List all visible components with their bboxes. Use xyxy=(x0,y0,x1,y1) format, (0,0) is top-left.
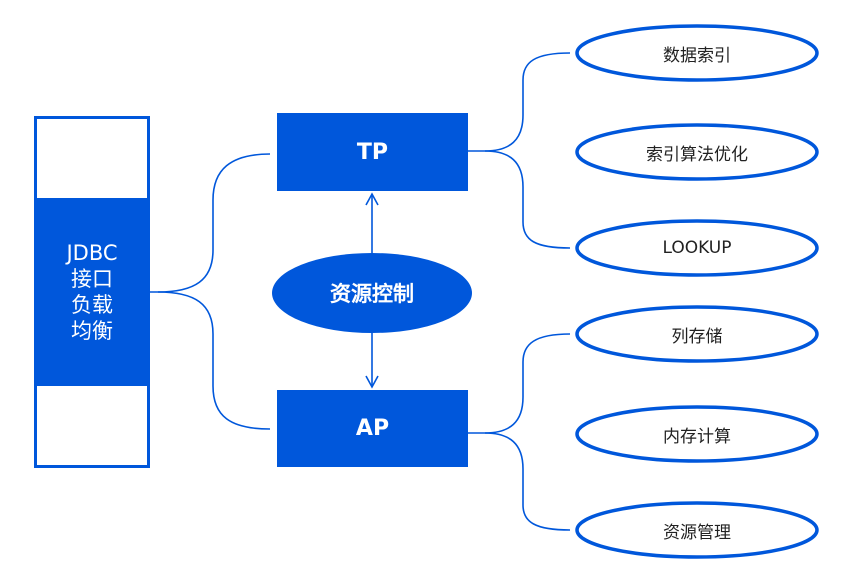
tp-label: TP xyxy=(356,139,389,165)
resource-control-label: 资源控制 xyxy=(330,282,414,306)
connector-left-to-ap xyxy=(157,291,271,430)
tp-feature-label-3: LOOKUP xyxy=(662,238,732,258)
left-block-line-1: JDBC xyxy=(66,241,118,265)
left-block-line-2: 接口 xyxy=(71,267,113,291)
connector-tp-feature-3 xyxy=(484,150,571,249)
arrow-down-head-icon xyxy=(365,375,379,389)
ap-feature-label-3: 资源管理 xyxy=(663,522,731,543)
ap-feature-ellipse-1 xyxy=(575,305,819,363)
arrow-up-head-icon xyxy=(365,192,379,206)
ap-box xyxy=(277,390,468,467)
ap-feature-ellipse-3 xyxy=(575,501,819,559)
tp-feature-ellipse-3 xyxy=(575,219,819,277)
connector-left-to-tp xyxy=(149,153,271,293)
tp-feature-ellipse-2 xyxy=(575,123,819,181)
resource-control-ellipse xyxy=(272,253,472,333)
ap-feature-label-1: 列存储 xyxy=(671,326,723,347)
left-block-label: JDBC 接口 负载 均衡 xyxy=(35,198,149,386)
left-block-line-4: 均衡 xyxy=(71,319,113,343)
tp-box xyxy=(277,113,468,191)
connector-tp-feature-1 xyxy=(468,52,571,152)
left-block-fill xyxy=(35,198,149,386)
tp-feature-label-2: 索引算法优化 xyxy=(646,144,748,165)
tp-feature-label-1: 数据索引 xyxy=(663,45,731,66)
connector-ap-feature-3 xyxy=(484,432,571,531)
left-block-line-3: 负载 xyxy=(71,293,113,317)
tp-feature-ellipse-1 xyxy=(575,24,819,82)
ap-feature-ellipse-2 xyxy=(575,405,819,463)
ap-label: AP xyxy=(355,416,390,441)
ap-feature-label-2: 内存计算 xyxy=(663,426,731,447)
connector-ap-feature-1 xyxy=(468,333,571,434)
